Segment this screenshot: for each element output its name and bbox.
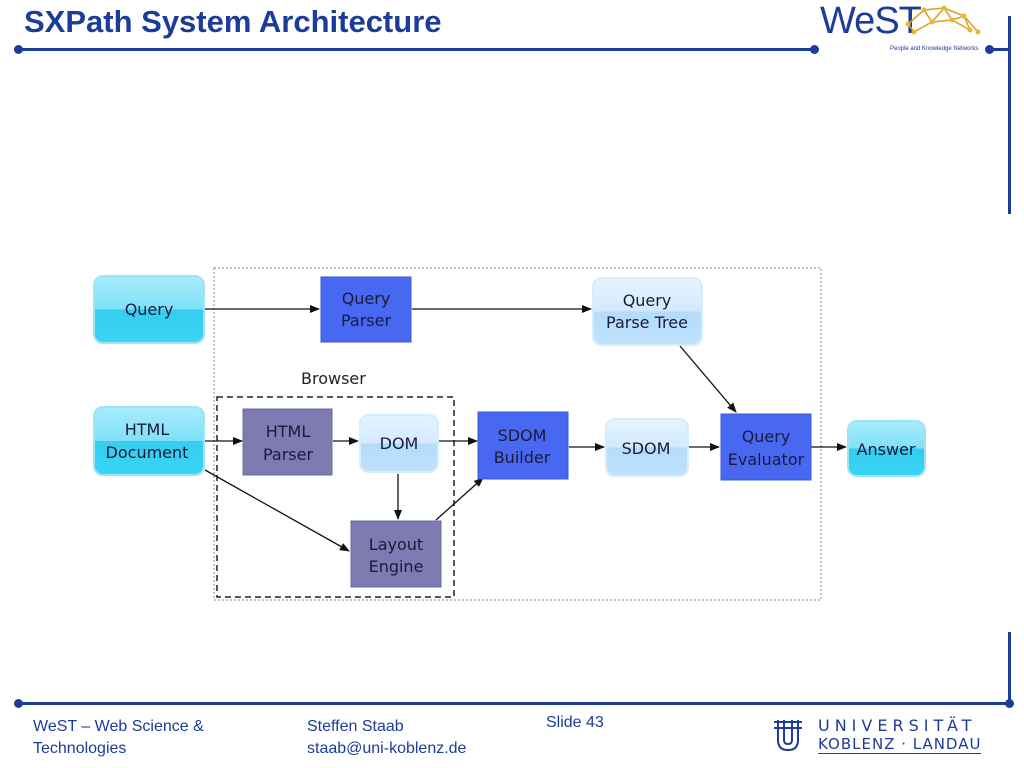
system-boundary [213,267,822,601]
svg-text:Query: Query [342,289,391,308]
node-query: Query [93,275,205,344]
footer-rule [18,702,1010,705]
rule-end-dot [985,45,994,54]
university-name-line2: KOBLENZ · LANDAU [818,735,982,754]
edge-doc-to-layout [204,469,350,552]
svg-text:Query: Query [742,427,791,446]
rule-end-dot [810,45,819,54]
node-html-document: HTML Document [93,406,205,476]
node-dom: DOM [359,414,439,473]
footer-email: staab@uni-koblenz.de [307,740,467,757]
west-logo: WeST People and Knowledge Networks [818,0,988,60]
right-vertical-rule-top [1008,16,1011,214]
logo-text: WeST [820,0,922,42]
svg-text:Parse Tree: Parse Tree [606,313,688,332]
svg-text:Answer: Answer [857,440,916,459]
footer-org-line2: Technologies [33,740,127,757]
rule-end-dot [1005,699,1014,708]
svg-text:Layout: Layout [369,535,423,554]
svg-text:Query: Query [125,300,174,319]
svg-text:HTML: HTML [125,420,170,439]
svg-text:Query: Query [623,291,672,310]
node-sdom: SDOM [605,418,689,477]
university-logo-icon [774,720,802,752]
footer-org-line1: WeST – Web Science & [33,718,204,735]
edge-tree-to-evaluator [679,345,737,413]
node-answer: Answer [847,420,926,477]
svg-text:SDOM: SDOM [622,439,671,458]
slide-number: Slide 43 [546,714,604,731]
rule-end-dot [14,45,23,54]
browser-group-box [216,396,455,598]
svg-text:Document: Document [106,443,189,462]
browser-group-label: Browser [301,369,366,388]
logo-subtitle: People and Knowledge Networks [890,46,979,52]
svg-text:Parser: Parser [263,445,313,464]
svg-text:SDOM: SDOM [498,426,547,445]
svg-text:Engine: Engine [369,557,424,576]
node-sdom-builder: SDOM Builder [477,411,569,480]
slide-title: SXPath System Architecture [24,4,442,39]
edge-layout-to-sdombuilder [435,477,484,521]
right-vertical-rule-bottom [1008,632,1011,700]
footer-organization: WeST – Web Science & Technologies [33,716,204,760]
node-query-parse-tree: Query Parse Tree [592,277,703,346]
node-layout-engine: Layout Engine [350,520,442,588]
footer-author-block: Steffen Staab staab@uni-koblenz.de [307,716,466,760]
header-rule-right [990,48,1010,51]
node-query-parser: Query Parser [320,276,412,343]
footer-author: Steffen Staab [307,718,404,735]
rule-end-dot [14,699,23,708]
svg-text:Builder: Builder [494,448,551,467]
node-html-parser: HTML Parser [242,408,333,476]
header-rule [18,48,814,51]
svg-text:HTML: HTML [266,422,311,441]
svg-text:Evaluator: Evaluator [728,450,805,469]
svg-text:Parser: Parser [341,311,391,330]
svg-text:DOM: DOM [380,434,419,453]
logo-network-icon [905,5,981,35]
node-query-evaluator: Query Evaluator [720,413,812,481]
university-name-line1: UNIVERSITÄT [818,716,977,735]
